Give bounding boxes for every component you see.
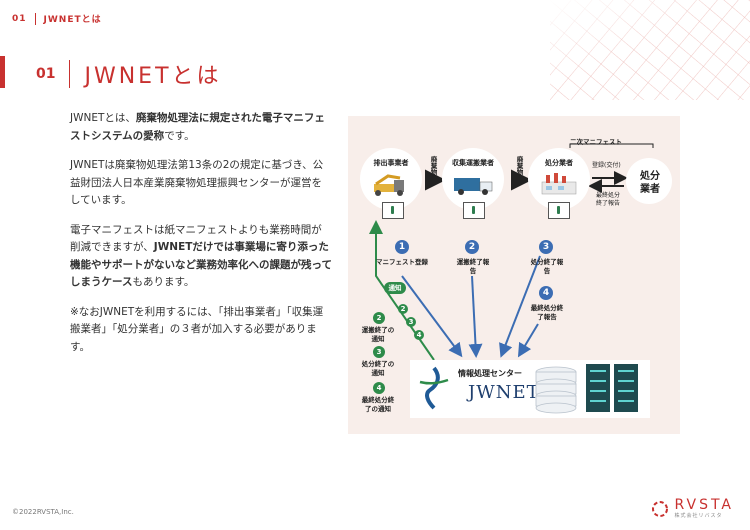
info-center-box: 情報処理センター JWNET	[410, 360, 650, 418]
step-badge-4: 4	[539, 286, 553, 300]
chain-badge-2: 2	[398, 304, 408, 314]
step-badge-1: 1	[395, 240, 409, 254]
waste-label-2: 廃棄物	[515, 156, 523, 176]
p3-text-c: もあります。	[132, 276, 195, 288]
disposer2-circle	[626, 158, 672, 204]
title-text: JWNETとは	[84, 64, 222, 89]
body-text: JWNETとは、廃棄物処理法に規定された電子マニフェストシステムの愛称です。 J…	[70, 110, 332, 368]
chain-badge-4: 4	[414, 330, 424, 340]
p1-text-bold: 廃棄物処理法に規定された電子マニフェストシステムの愛称	[70, 112, 325, 142]
p3-text-a: 電子マニフェストは紙マニフェストよりも業務時間が削減できますが、	[70, 223, 322, 254]
notice-badge-2: 2	[373, 312, 385, 324]
paragraph-2: JWNETは廃棄物処理法第13条の2の規定に基づき、公益財団法人日本産業廃棄物処…	[70, 159, 324, 206]
final-report-label: 最終処分終了報告	[595, 192, 620, 207]
logo-sub: 株式会社リバスタ	[674, 513, 723, 519]
disposer2-label: 処分業者	[640, 171, 660, 195]
jwnet-mark-icon	[419, 366, 449, 410]
disposer-terminal-icon	[548, 202, 570, 219]
chain-badge-3: 3	[406, 317, 416, 327]
step-label-4: 最終処分終了報告	[530, 304, 564, 321]
breadcrumb-number: 01	[12, 13, 27, 24]
transporter-terminal-icon	[463, 202, 485, 219]
copyright: ©2022RVSTA,Inc.	[12, 508, 74, 516]
decorative-grid	[550, 0, 750, 100]
step-badge-3: 3	[539, 240, 553, 254]
paragraph-1: JWNETとは、廃棄物処理法に規定された電子マニフェストシステムの愛称です。	[70, 110, 332, 145]
rvsta-logo-icon	[651, 500, 668, 517]
truck-icon	[454, 178, 493, 195]
step-label-2: 運搬終了報告	[456, 258, 490, 275]
excavator-icon	[374, 174, 404, 196]
title-accent-bar	[0, 56, 5, 88]
center-label: 情報処理センター	[458, 369, 522, 378]
p3-text-bold: JWNETだけでは事業場に寄り添った機能やサポートがないなど業務効率化への課題が…	[70, 241, 332, 288]
page-title: 01 JWNETとは	[36, 58, 222, 90]
server-icon	[535, 364, 638, 414]
notice-badge-4: 4	[373, 382, 385, 394]
p1-text-c: です。	[164, 129, 195, 142]
breadcrumb-title: JWNETとは	[43, 15, 102, 25]
secondary-manifest-label: 二次マニフェスト	[570, 138, 622, 146]
paragraph-3: 電子マニフェストは紙マニフェストよりも業務時間が削減できますが、JWNETだけで…	[70, 222, 332, 292]
logo-name: RVSTA	[674, 497, 734, 513]
paragraph-4: ※なおJWNETを利用するには、「排出事業者」「収集運搬業者」「処分業者」の３者…	[70, 305, 324, 353]
transporter-label: 収集運搬業者	[452, 159, 494, 167]
title-number: 01	[36, 66, 56, 82]
notice-badge: 通知	[384, 282, 406, 294]
register-label: 登録(交付)	[592, 162, 621, 169]
notice-badge-3: 3	[373, 346, 385, 358]
p1-text-a: JWNETとは、	[70, 112, 136, 124]
step-label-3: 処分終了報告	[530, 258, 564, 275]
center-logo: JWNET	[468, 382, 540, 403]
title-divider	[69, 60, 71, 88]
notice-label-4: 最終処分終了の通知	[361, 396, 395, 413]
notice-label-2: 運搬終了の通知	[361, 326, 395, 343]
emitter-terminal-icon	[382, 202, 404, 219]
step-badge-2: 2	[465, 240, 479, 254]
rvsta-logo: RVSTA 株式会社リバスタ	[651, 498, 734, 519]
disposer-label: 処分業者	[545, 159, 573, 167]
emitter-label: 排出事業者	[373, 159, 409, 167]
emitter-circle	[360, 148, 422, 210]
step-label-1: マニフェスト登録	[376, 258, 428, 266]
waste-label-1: 廃棄物	[429, 156, 437, 176]
breadcrumb-divider	[34, 12, 36, 25]
breadcrumb: 01 JWNETとは	[12, 12, 102, 25]
jwnet-flow-diagram: 二次マニフェスト 排出事業者 廃棄物 収集運搬業者 廃棄物 処分業者 登録(交付…	[348, 116, 680, 434]
disposer-circle	[528, 148, 590, 210]
notice-label-3: 処分終了の通知	[361, 360, 395, 377]
factory-icon	[541, 173, 577, 195]
